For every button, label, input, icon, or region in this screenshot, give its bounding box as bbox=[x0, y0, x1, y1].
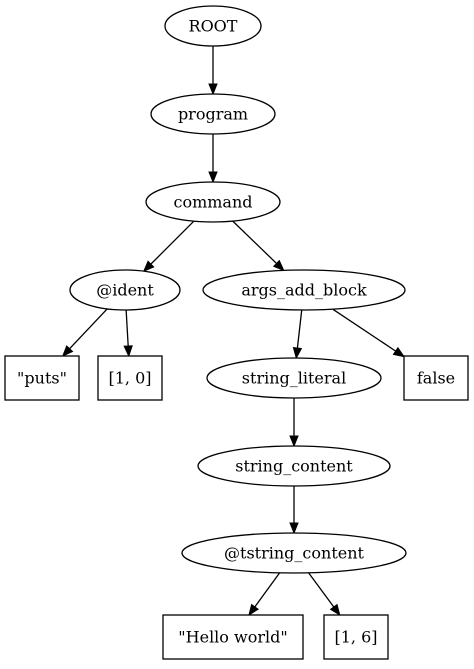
node-box bbox=[323, 614, 389, 660]
edge-command-to-args_add_block bbox=[232, 220, 285, 272]
edges-layer bbox=[61, 46, 406, 617]
node-ellipse bbox=[150, 93, 276, 135]
node-root: ROOT bbox=[164, 5, 262, 47]
node-label: false bbox=[417, 369, 455, 388]
arrowhead bbox=[289, 435, 299, 448]
edge-args_add_block-to-false bbox=[332, 308, 406, 358]
node-ellipse bbox=[69, 269, 181, 311]
edge-line bbox=[296, 309, 303, 349]
node-command: command bbox=[145, 181, 281, 223]
edge-root-to-program bbox=[208, 46, 218, 96]
node-ellipse bbox=[145, 181, 281, 223]
node-label: program bbox=[178, 105, 248, 124]
arrowhead bbox=[289, 522, 299, 535]
edge-line bbox=[308, 572, 335, 608]
arrowhead bbox=[208, 171, 218, 184]
edge-line bbox=[232, 220, 278, 264]
nodes-layer: ROOT program command @ident args_add_block "p… bbox=[4, 5, 469, 660]
node-label: ROOT bbox=[189, 17, 238, 36]
edge-tstring_content-to-pos2 bbox=[308, 572, 341, 617]
edge-line bbox=[254, 572, 281, 608]
node-label: string_content bbox=[235, 457, 353, 476]
edge-line bbox=[332, 308, 397, 352]
node-ellipse bbox=[206, 357, 382, 399]
arrowhead bbox=[392, 346, 406, 358]
node-puts: "puts" bbox=[4, 355, 80, 401]
node-label: "Hello world" bbox=[178, 628, 287, 647]
arrowhead bbox=[123, 345, 133, 358]
edge-line bbox=[69, 308, 108, 350]
node-args-add-block: args_add_block bbox=[202, 269, 406, 311]
edge-line bbox=[150, 220, 195, 265]
arrowhead bbox=[248, 603, 259, 617]
node-ellipse bbox=[202, 269, 406, 311]
node-label: @tstring_content bbox=[224, 544, 364, 563]
node-ellipse bbox=[164, 5, 262, 47]
node-ellipse bbox=[197, 445, 391, 487]
node-ellipse bbox=[181, 532, 407, 574]
edge-ident-to-puts bbox=[61, 308, 108, 357]
edge-line bbox=[125, 309, 129, 347]
node-string-content: string_content bbox=[197, 445, 391, 487]
node-box bbox=[4, 355, 80, 401]
arrowhead bbox=[142, 260, 155, 273]
node-box bbox=[97, 355, 163, 401]
node-label: [1, 0] bbox=[108, 369, 151, 388]
node-box bbox=[403, 355, 469, 401]
arrowhead bbox=[208, 83, 218, 96]
node-pos1: [1, 0] bbox=[97, 355, 163, 401]
node-label: command bbox=[173, 193, 252, 212]
node-tstring-content: @tstring_content bbox=[181, 532, 407, 574]
edge-program-to-command bbox=[208, 134, 218, 184]
arrowhead bbox=[272, 259, 285, 272]
edge-string_literal-to-string_content bbox=[289, 398, 299, 448]
node-pos2: [1, 6] bbox=[323, 614, 389, 660]
node-hello: "Hello world" bbox=[162, 614, 304, 660]
arrowhead bbox=[292, 347, 303, 360]
arrowhead bbox=[329, 603, 341, 617]
edge-command-to-ident bbox=[142, 220, 195, 273]
arrowhead bbox=[61, 345, 74, 357]
node-label: [1, 6] bbox=[334, 628, 377, 647]
node-label: @ident bbox=[96, 281, 154, 300]
node-box bbox=[162, 614, 304, 660]
edge-tstring_content-to-hello bbox=[248, 572, 281, 617]
node-label: args_add_block bbox=[241, 281, 367, 300]
node-string-literal: string_literal bbox=[206, 357, 382, 399]
node-label: string_literal bbox=[242, 369, 346, 388]
edge-ident-to-pos1 bbox=[123, 309, 133, 358]
node-label: "puts" bbox=[17, 369, 67, 388]
node-false: false bbox=[403, 355, 469, 401]
edge-string_content-to-tstring_content bbox=[289, 486, 299, 535]
node-ident: @ident bbox=[69, 269, 181, 311]
node-program: program bbox=[150, 93, 276, 135]
edge-args_add_block-to-string_literal bbox=[292, 309, 303, 360]
